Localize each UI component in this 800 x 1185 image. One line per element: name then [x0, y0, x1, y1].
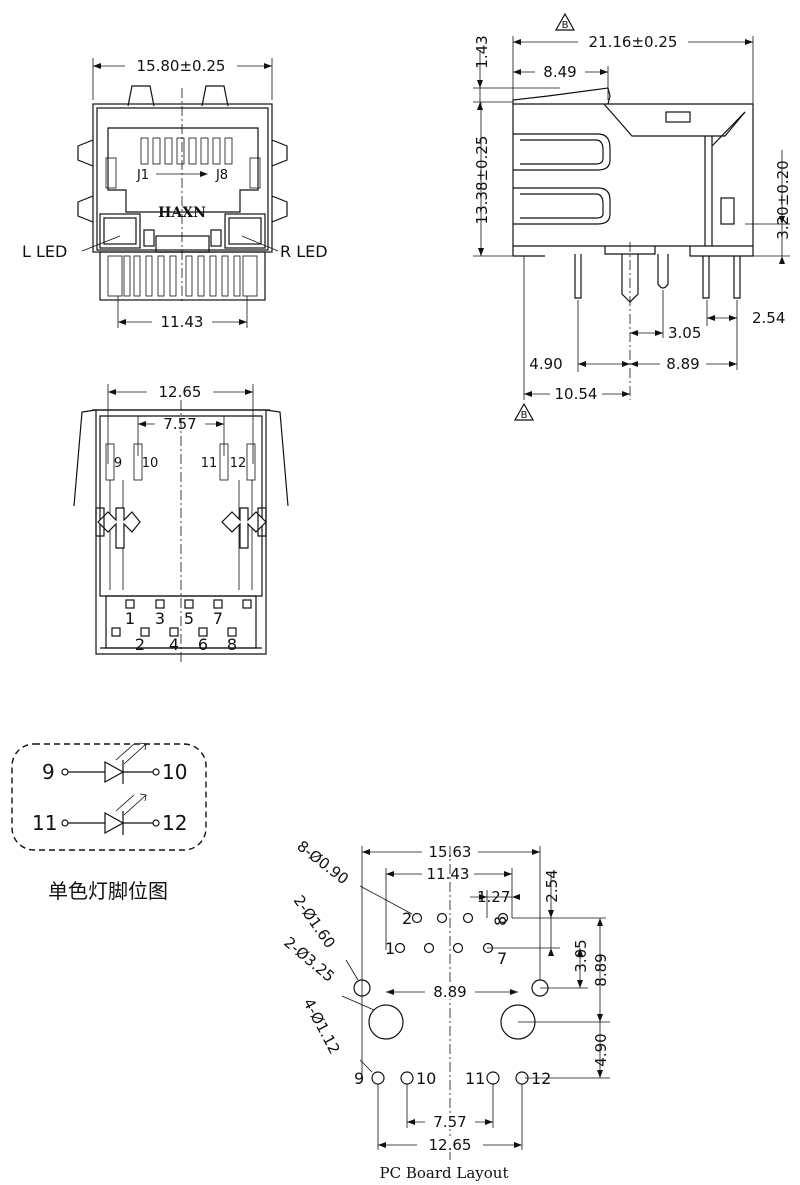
pcb-led-outer-dim: 12.65 — [429, 1136, 472, 1154]
revision-mark-bottom: B — [521, 410, 528, 421]
schematic-pin-9: 9 — [42, 760, 55, 784]
contact-j8-label: J8 — [215, 168, 228, 183]
pcb-row-offset-dim: 2.54 — [543, 869, 561, 902]
pcb-layout-title: PC Board Layout — [380, 1164, 509, 1182]
pcb-led-label-10: 10 — [416, 1069, 436, 1088]
bottom-contact-5: 5 — [184, 609, 194, 628]
callout-contact-holes: 8-Ø0.90 — [294, 837, 352, 888]
bottom-inner-pitch-dim: 7.57 — [163, 415, 196, 433]
pcb-row-to-hole-dim: 3.05 — [572, 939, 590, 972]
pcb-led-label-12: 12 — [531, 1069, 551, 1088]
schematic-pin-10: 10 — [162, 760, 187, 784]
contact-j1-label: J1 — [136, 168, 149, 183]
side-pin-dim-b: 2.54 — [752, 309, 785, 327]
bottom-view: 12.65 7.57 9 10 11 12 — [73, 383, 289, 664]
callout-led-holes: 4-Ø1.12 — [299, 995, 343, 1057]
bottom-pin-11: 11 — [201, 456, 218, 471]
pcb-contact-label-8: 8 — [491, 916, 510, 926]
side-pin-dim-a: 3.05 — [668, 324, 701, 342]
front-pin-span-dim: 11.43 — [161, 313, 204, 331]
bottom-contact-7: 7 — [213, 609, 223, 628]
pcb-contact-label-1: 1 — [385, 939, 395, 958]
contact-slots — [140, 137, 233, 165]
front-width-dim: 15.80±0.25 — [137, 57, 226, 75]
side-view: B B 21.16±0.25 8.49 1.43 13.38±0.25 — [473, 12, 792, 421]
pcb-contact-holes — [394, 912, 509, 954]
schematic-pin-11: 11 — [32, 811, 57, 835]
left-led-label: L LED — [22, 242, 67, 261]
right-led-label: R LED — [280, 242, 328, 261]
pcb-led-inner-dim: 7.57 — [433, 1113, 466, 1131]
bottom-pin-12: 12 — [230, 456, 247, 471]
bottom-contact-6: 6 — [198, 635, 208, 654]
bottom-contact-3: 3 — [155, 609, 165, 628]
pcb-hole-spacing-dim: 8.89 — [433, 983, 466, 1001]
revision-mark-top: B — [562, 20, 569, 31]
schematic-pin-12: 12 — [162, 811, 187, 835]
side-pins — [574, 254, 741, 303]
bottom-contact-1: 1 — [125, 609, 135, 628]
bottom-contact-8: 8 — [227, 635, 237, 654]
bottom-outer-pitch-dim: 12.65 — [159, 383, 202, 401]
side-tab-height-dim: 1.43 — [473, 35, 491, 68]
pcb-led-label-9: 9 — [354, 1069, 364, 1088]
bottom-pin-9: 9 — [114, 456, 122, 471]
bottom-contact-2: 2 — [135, 635, 145, 654]
bottom-contact-pins — [111, 599, 252, 637]
front-view: 15.80±0.25 J1 J8 HAXN — [22, 57, 328, 331]
pcb-layout: 15.63 11.43 1.27 2.54 3.05 8.89 — [280, 837, 610, 1182]
side-pin-dim-e: 10.54 — [555, 385, 598, 403]
pcb-total-depth-dim: 8.89 — [592, 953, 610, 986]
side-pin-dim-c: 4.90 — [529, 355, 562, 373]
side-led-height-dim: 3.20±0.20 — [774, 160, 792, 239]
pcb-contact-label-7: 7 — [497, 949, 507, 968]
brand-logo: HAXN — [158, 205, 206, 221]
bottom-contact-4: 4 — [169, 635, 179, 654]
side-pin-dim-d: 8.89 — [666, 355, 699, 373]
side-top-offset-dim: 8.49 — [543, 63, 576, 81]
pcb-hole-to-led-dim: 4.90 — [592, 1033, 610, 1066]
side-length-dim: 21.16±0.25 — [589, 33, 678, 51]
pcb-pitch-dim: 1.27 — [477, 888, 510, 906]
pcb-pin-span-dim: 11.43 — [427, 865, 470, 883]
schematic-caption: 单色灯脚位图 — [48, 879, 168, 903]
pcb-led-label-11: 11 — [465, 1069, 485, 1088]
led-schematic: 9 10 11 12 单色灯脚位图 — [11, 742, 207, 903]
pcb-contact-label-2: 2 — [402, 909, 412, 928]
front-pins — [107, 255, 258, 297]
side-height-dim: 13.38±0.25 — [473, 136, 491, 225]
bottom-pin-10: 10 — [142, 456, 159, 471]
